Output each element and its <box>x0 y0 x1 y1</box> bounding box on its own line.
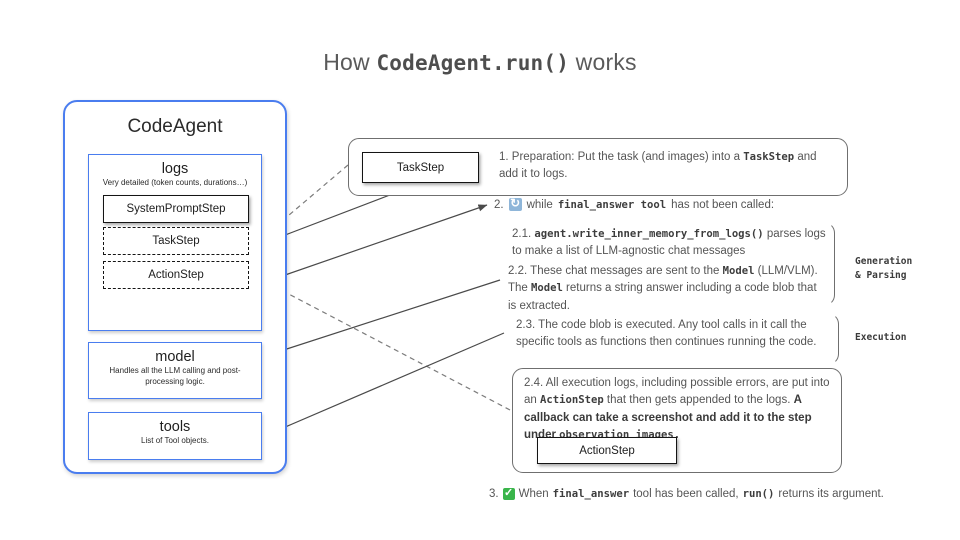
step3-text: 3. When final_answer tool has been calle… <box>489 486 929 501</box>
tools-subtitle: List of Tool objects. <box>141 436 209 445</box>
step2-2-t2: (LLM/VLM). The <box>508 265 818 295</box>
step2-4-code-actionstep: ActionStep <box>540 394 604 407</box>
step2-1-code: agent.write_inner_memory_from_logs() <box>534 228 764 240</box>
logs-item-label: SystemPromptStep <box>126 203 226 215</box>
step2-4-number: 2.4. <box>524 377 544 389</box>
loop-icon <box>508 195 522 211</box>
logs-item-systempromptstep[interactable]: SystemPromptStep <box>103 195 249 223</box>
actionstep-chip-label: ActionStep <box>579 444 635 457</box>
model-subtitle: Handles all the LLM calling and post-pro… <box>109 366 241 386</box>
step3-code-run: run() <box>742 488 775 500</box>
step2-number: 2. <box>494 198 504 211</box>
step2-3-number: 2.3. <box>516 319 536 331</box>
step2-1-body: parses logs to make a list of LLM-agnost… <box>512 228 826 258</box>
model-box: model Handles all the LLM calling and po… <box>88 342 262 399</box>
logs-item-taskstep[interactable]: TaskStep <box>103 227 249 255</box>
check-icon <box>502 486 515 501</box>
step3-t2: tool has been called, <box>633 488 739 500</box>
logs-subtitle: Very detailed (token counts, durations…) <box>102 178 248 187</box>
step2-code: final_answer tool <box>557 198 667 211</box>
step1-text: 1. Preparation: Put the task (and images… <box>499 149 837 182</box>
step2-1-number: 2.1. <box>512 228 532 240</box>
codeagent-panel-title: CodeAgent <box>127 116 223 137</box>
actionstep-chip[interactable]: ActionStep <box>537 437 677 464</box>
step2-text-after: has not been called: <box>671 198 775 211</box>
step2-2-number: 2.2. <box>508 265 528 277</box>
wire-22-to-model <box>261 279 501 358</box>
step2-3-body: The code blob is executed. Any tool call… <box>516 319 817 349</box>
step2-4-t2: that then gets appended to the logs. <box>603 394 794 407</box>
step2-2-code-model-b: Model <box>531 282 563 295</box>
step2-1-text: 2.1. agent.write_inner_memory_from_logs(… <box>512 226 830 261</box>
step2-text-before: while <box>526 198 553 211</box>
step3-t1: When <box>518 488 549 500</box>
title-code: CodeAgent.run() <box>376 51 570 75</box>
logs-box: logs Very detailed (token counts, durati… <box>88 154 262 331</box>
step1-text-before: Preparation: Put the task (and images) i… <box>508 151 744 163</box>
step2-2-t1: These chat messages are sent to the <box>527 265 723 277</box>
step3-number: 3. <box>489 488 499 500</box>
label-execution: Execution <box>855 332 907 343</box>
step1-box: TaskStep 1. Preparation: Put the task (a… <box>348 138 848 196</box>
title-prefix: How <box>323 49 377 75</box>
wire-23-to-tools <box>261 332 505 438</box>
taskstep-chip[interactable]: TaskStep <box>362 152 479 183</box>
tools-box: tools List of Tool objects. <box>88 412 262 460</box>
step3-t3: returns its argument. <box>778 488 884 500</box>
title-suffix: works <box>569 49 637 75</box>
page-title: How CodeAgent.run() works <box>0 49 960 76</box>
step2-2-t3: returns a string answer including a code… <box>508 282 817 312</box>
logs-item-actionstep[interactable]: ActionStep <box>103 261 249 289</box>
step2-4-t1: All execution logs, including possible e… <box>524 377 830 407</box>
logs-item-label: ActionStep <box>148 269 204 281</box>
step2-4-box: 2.4. All execution logs, including possi… <box>512 368 842 473</box>
codeagent-panel: CodeAgent logs Very detailed (token coun… <box>63 100 287 474</box>
model-heading: model <box>155 349 195 365</box>
label-line: & Parsing <box>855 270 907 282</box>
wire-actionstep-dashed <box>261 279 511 411</box>
logs-heading: logs <box>161 161 189 177</box>
tools-heading: tools <box>159 419 191 435</box>
step2-2-text: 2.2. These chat messages are sent to the… <box>508 263 828 315</box>
step3-code-final-answer: final_answer <box>552 488 630 500</box>
step2-heading: 2. while final_answer tool has not been … <box>494 195 854 211</box>
step2-2-code-model-a: Model <box>722 265 755 277</box>
label-line: Generation <box>855 256 913 267</box>
step1-text-after: and add it to logs. <box>499 151 817 180</box>
logs-item-label: TaskStep <box>152 235 200 247</box>
step2-3-text: 2.3. The code blob is executed. Any tool… <box>516 317 838 352</box>
label-generation-parsing: Generation & Parsing <box>855 255 912 284</box>
step1-code: TaskStep <box>743 151 795 163</box>
step1-number: 1. <box>499 151 509 163</box>
taskstep-chip-label: TaskStep <box>396 161 445 174</box>
step2-4-text: 2.4. All execution logs, including possi… <box>524 375 836 444</box>
wire-logs-to-step2 <box>261 204 488 284</box>
